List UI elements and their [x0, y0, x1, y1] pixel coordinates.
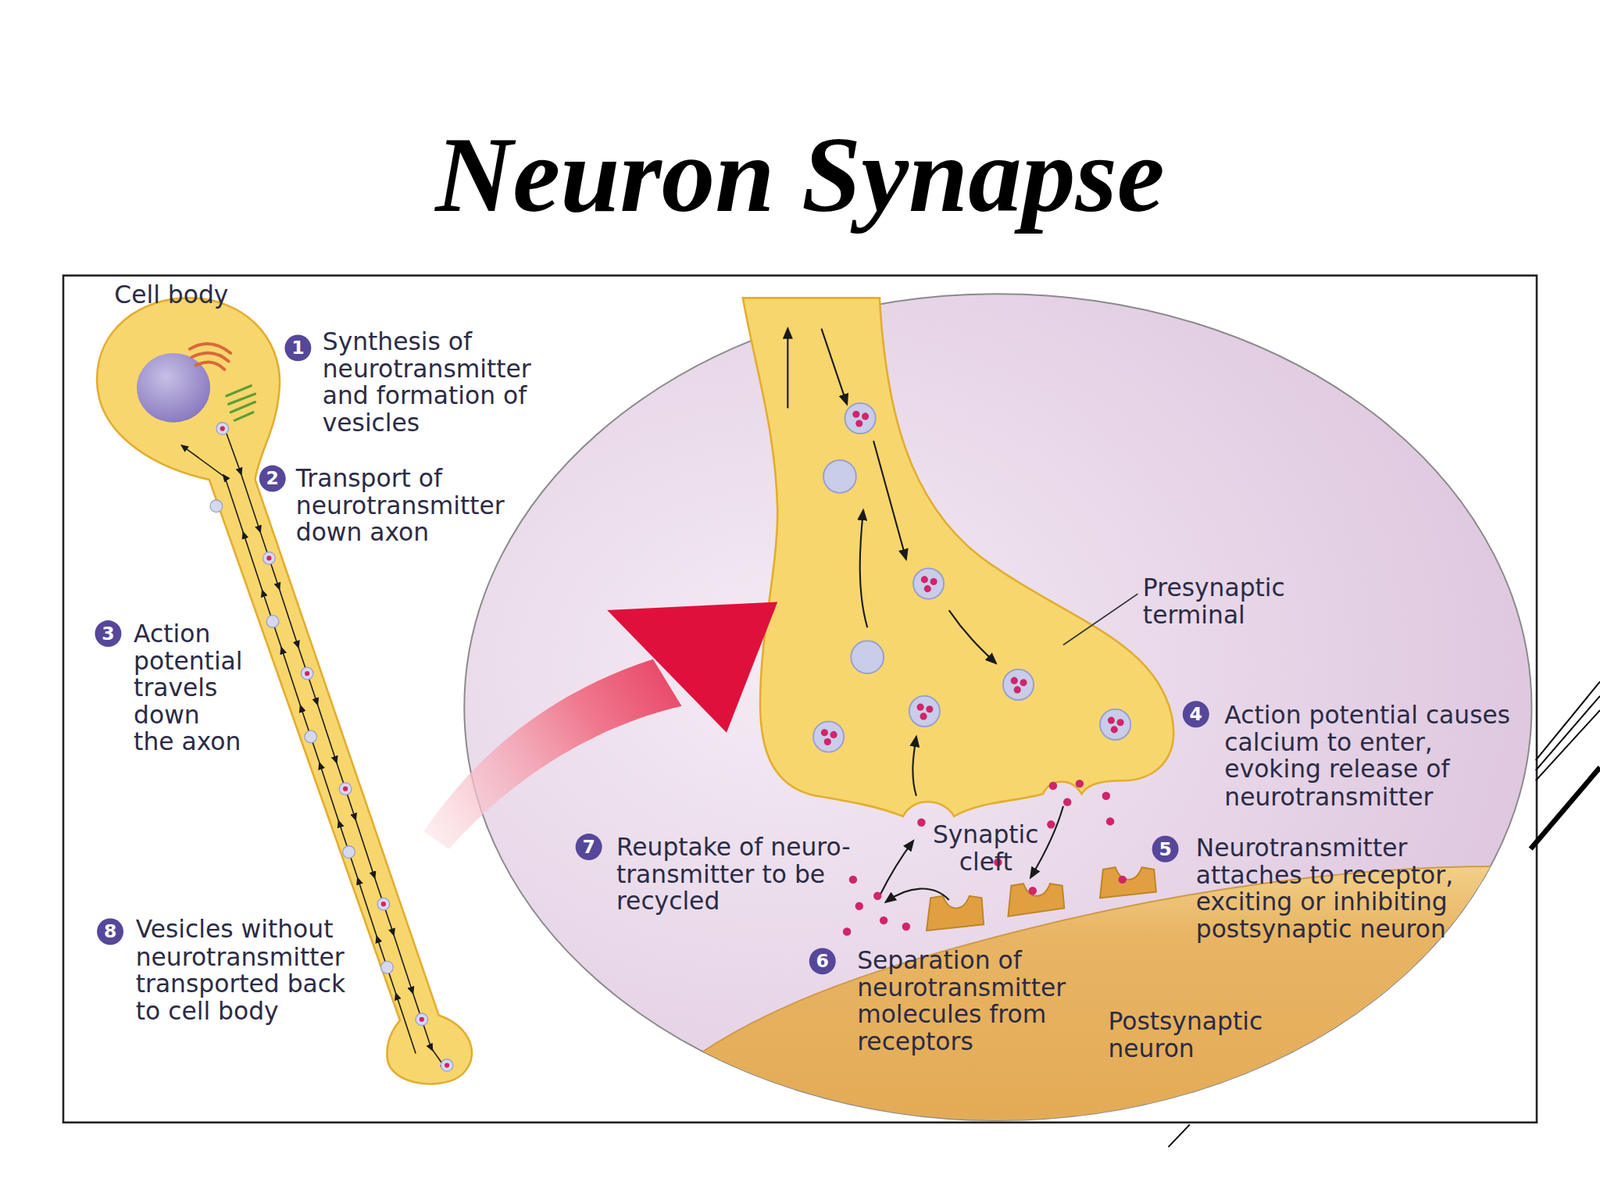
callout-number: 1 [284, 334, 311, 361]
callout-number: 5 [1152, 835, 1179, 863]
callout-number: 2 [259, 465, 286, 493]
callout-number: 4 [1182, 700, 1210, 728]
callout-number: 7 [575, 833, 603, 861]
callout-number: 6 [809, 947, 836, 975]
part-name: Presynaptic terminal [1142, 574, 1307, 629]
leader-line [1063, 593, 1138, 645]
step-text: Action potential travels down the axon [133, 620, 245, 756]
step-text: Action potential causes calcium to enter… [1224, 702, 1536, 811]
step-text: Neurotransmitter attaches to receptor, e… [1196, 834, 1467, 943]
vesicle [813, 403, 1131, 753]
part-name: Cell body [114, 281, 268, 309]
endoplasmic-reticulum [226, 385, 256, 421]
receptor [926, 867, 1157, 931]
transport-arrow [787, 328, 1064, 903]
step-text: Reuptake of neuro- transmitter to be rec… [616, 833, 872, 915]
callout-number: 3 [94, 620, 122, 647]
step-text: Vesicles without neurotransmitter transp… [135, 916, 369, 1025]
step-text: Synthesis of neurotransmitter and format… [322, 328, 540, 437]
slide-title: Neuron Synapse [0, 121, 1600, 229]
golgi [189, 343, 231, 370]
part-name: Synaptic cleft [924, 821, 1047, 875]
part-name: Postsynaptic neuron [1107, 1007, 1282, 1062]
step-text: Separation of neurotransmitter molecules… [857, 946, 1074, 1055]
magnify-arrow [423, 602, 778, 850]
callout-number: 8 [96, 918, 124, 946]
slide-decoration [1168, 681, 1600, 1147]
step-text: Transport of neurotransmitter down axon [296, 465, 513, 547]
presynaptic-terminal [742, 297, 1174, 817]
neurotransmitter-molecule [842, 779, 1127, 936]
